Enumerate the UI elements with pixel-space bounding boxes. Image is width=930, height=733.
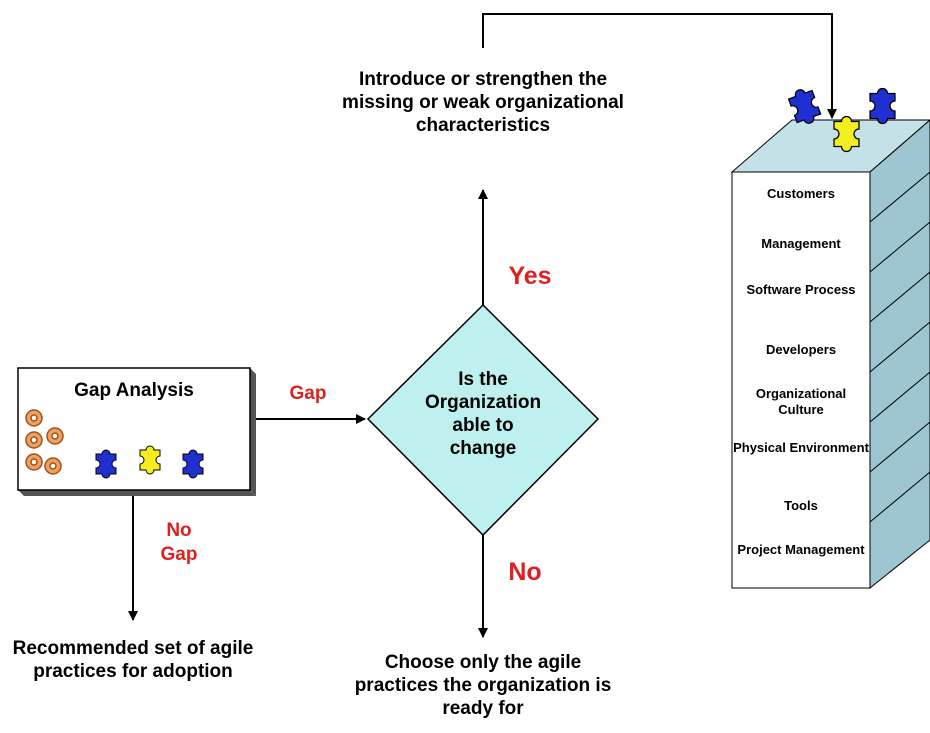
yes-label: Yes bbox=[508, 262, 552, 290]
feedback-connector bbox=[482, 13, 837, 119]
building-front bbox=[731, 171, 871, 589]
gap-box-shadow bbox=[250, 368, 256, 496]
building-side bbox=[869, 119, 930, 590]
decision-text: Is the Organization able to change bbox=[424, 369, 542, 459]
gap-box-shadow-bottom bbox=[18, 490, 256, 496]
layer-project-management: Project Management bbox=[737, 542, 865, 557]
top-goal-text: Introduce or strengthen the missing or w… bbox=[342, 69, 624, 136]
layer-management: Management bbox=[761, 236, 841, 251]
gears-icon bbox=[25, 409, 64, 475]
layer-organizational-culture: Organizational Culture bbox=[755, 386, 847, 417]
no-label: No bbox=[508, 558, 542, 586]
layer-customers: Customers bbox=[767, 186, 835, 201]
layer-tools: Tools bbox=[784, 498, 818, 513]
layer-physical-environment: Physical Environment bbox=[733, 440, 869, 455]
no-gap-label: No Gap bbox=[160, 520, 198, 565]
gap-label: Gap bbox=[289, 383, 327, 404]
choose-text: Choose only the agile practices the orga… bbox=[354, 652, 612, 719]
gap-box-title: Gap Analysis bbox=[74, 380, 194, 401]
layer-software-process: Software Process bbox=[746, 282, 856, 297]
decision-diamond bbox=[366, 303, 600, 537]
recommended-text: Recommended set of agile practices for a… bbox=[12, 638, 254, 682]
layer-developers: Developers bbox=[765, 342, 837, 357]
building-side-lines bbox=[869, 171, 930, 523]
